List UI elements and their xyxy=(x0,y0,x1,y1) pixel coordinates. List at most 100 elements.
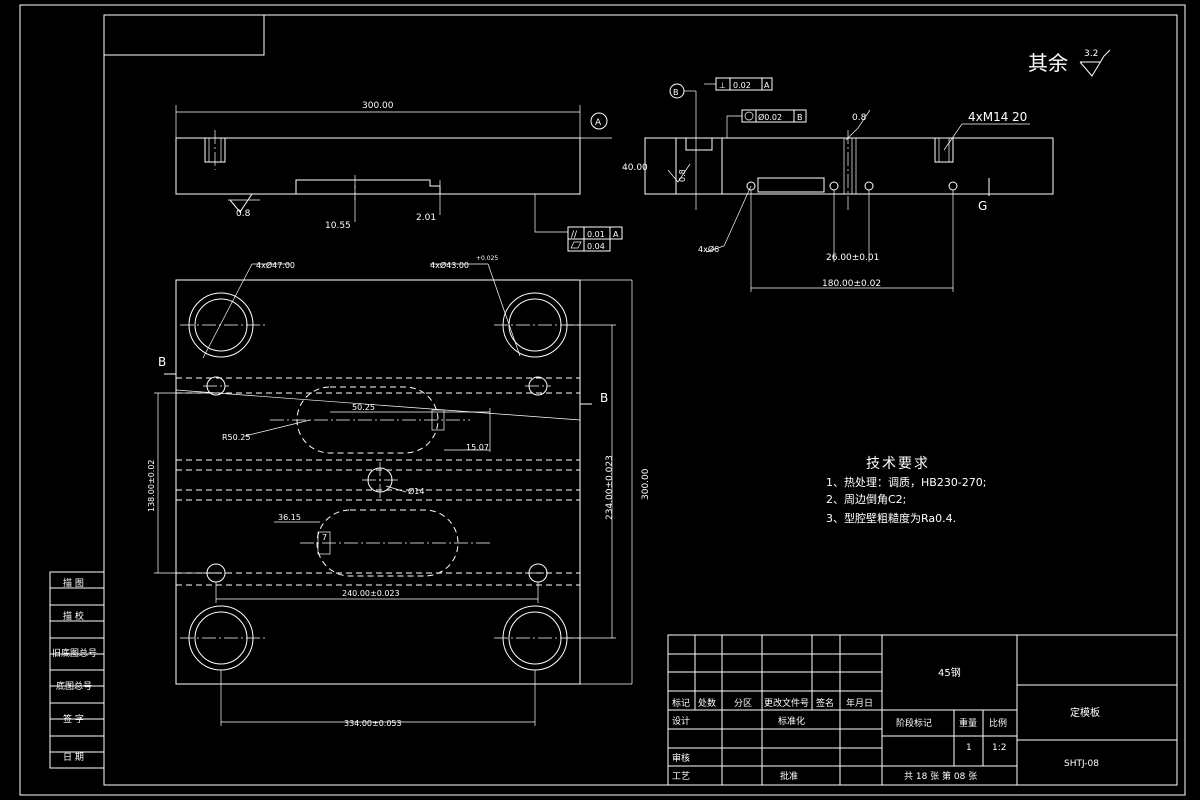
plan-dim-300: 300.00 xyxy=(641,468,651,500)
side-view-height: 40.00 xyxy=(622,163,648,173)
tol-pos-symbol xyxy=(744,111,754,121)
tol-pos-value: Ø0.02 xyxy=(758,112,782,122)
sprue-leader xyxy=(385,485,407,493)
tol-leader xyxy=(534,194,568,233)
plan-dim-240: 240.00±0.023 xyxy=(342,589,400,598)
plan-dim-r50: R50.25 xyxy=(222,433,250,442)
side-panel-base: 底图总号 xyxy=(56,680,92,692)
plan-dim-50-25: 50.25 xyxy=(352,403,375,412)
tol-perp-symbol: ⊥ xyxy=(719,81,726,90)
top-view-depth: 10.55 xyxy=(325,221,351,231)
tol-pos-frame xyxy=(741,109,807,123)
corner-box xyxy=(103,14,265,56)
top-view-outline xyxy=(175,137,581,195)
plan-dim-7: 7 xyxy=(322,533,327,542)
side-view-insert xyxy=(675,137,723,195)
cavity-notch xyxy=(431,409,445,431)
plan-hole-big2-tol: +0.025 xyxy=(476,255,498,262)
radius-leader xyxy=(244,419,311,437)
datum-b: B xyxy=(673,88,679,97)
holes-leader xyxy=(705,185,752,253)
tb-header-zone: 分区 xyxy=(734,698,752,709)
plan-dim-phi14: Ø14 xyxy=(408,486,424,496)
tb-header-change: 更改文件号 xyxy=(764,697,809,709)
side-panel-old: 旧底图总号 xyxy=(52,647,97,659)
plan-hole-big: 4xØ47.00 xyxy=(256,260,295,270)
plan-dim-36-15: 36.15 xyxy=(278,513,301,522)
tb-scale: 比例 xyxy=(989,717,1007,729)
tech-requirements: 技术要求 1、热处理：调质，HB230-270; 2、周边倒角C2; 3、型腔壁… xyxy=(826,456,986,525)
top-view: 300.00 A 10.55 2.01 0.8 // 0.01 A 0.04 xyxy=(175,101,623,252)
tb-standard: 标准化 xyxy=(778,715,805,727)
tb-drawing-no: SHTJ-08 xyxy=(1064,759,1099,769)
side-view-outline xyxy=(644,137,1054,195)
datum-a: A xyxy=(595,118,602,128)
top-view-step: 2.01 xyxy=(416,213,436,223)
plan-dim-234: 234.00±0.023 xyxy=(605,455,615,520)
hole-leader xyxy=(487,263,521,357)
side-view-thread-depth: 20 xyxy=(1012,110,1027,124)
inner-frame xyxy=(103,14,1178,786)
cavity-notch xyxy=(317,531,331,555)
tol-perp-datum: A xyxy=(764,81,770,90)
hole-leader xyxy=(202,263,253,359)
side-view-holes: 4xØ6 xyxy=(698,244,719,254)
tb-header-sign: 签名 xyxy=(816,697,834,709)
tol-frame-2 xyxy=(567,238,611,252)
side-panel-check: 描 校 xyxy=(63,610,84,622)
cavity-lower xyxy=(316,509,459,577)
section-b-right: B xyxy=(600,391,608,405)
plan-dim-334: 334.00±0.053 xyxy=(344,719,402,728)
tb-weight: 重量 xyxy=(959,717,977,729)
tol-perp-value: 0.02 xyxy=(733,81,751,90)
cavity-upper xyxy=(296,386,439,454)
side-view-roughness: 0.8 xyxy=(852,113,867,123)
side-view-insert-step xyxy=(685,137,713,151)
tb-stage: 阶段标记 xyxy=(896,717,932,729)
datum-a-circle xyxy=(590,112,608,130)
plan-dim-15-07: 15.07 xyxy=(466,443,489,452)
section-g: G xyxy=(978,199,987,213)
tol-pos-datum: B xyxy=(797,113,803,122)
plan-view: 300.00 4xØ47.00 4xØ43.00 +0.025 xyxy=(147,255,651,728)
side-panel: 描 图 描 校 旧底图总号 底图总号 签 字 日 期 xyxy=(49,571,105,769)
side-roughness-leader xyxy=(845,109,871,141)
thread-leader xyxy=(943,123,1030,151)
tech-title: 技术要求 xyxy=(866,456,930,472)
tol-datum: A xyxy=(613,230,619,239)
side-view: 0.8 40.00 B ⊥ 0.02 A Ø0.02 B 0.8 xyxy=(622,77,1054,292)
tol-perp-frame xyxy=(715,77,773,91)
tb-design: 设计 xyxy=(672,715,690,727)
side-panel-draw: 描 图 xyxy=(63,577,84,589)
tb-process: 工艺 xyxy=(672,771,690,782)
tol-leader xyxy=(726,115,742,138)
top-view-cavity xyxy=(295,179,441,194)
tb-approve: 批准 xyxy=(780,770,798,782)
flatness-symbol xyxy=(570,241,582,249)
tb-header-mark: 标记 xyxy=(672,697,690,709)
side-hole xyxy=(829,181,839,191)
tb-header-date: 年月日 xyxy=(846,697,873,709)
tb-material: 45钢 xyxy=(938,666,961,679)
roughness-label: 其余 xyxy=(1028,51,1068,75)
tech-item-1: 1、热处理：调质，HB230-270; xyxy=(826,476,986,489)
side-hole xyxy=(948,181,958,191)
top-view-length: 300.00 xyxy=(362,101,394,111)
plan-dim-138: 138.00±0.02 xyxy=(147,459,156,512)
side-view-cavity xyxy=(757,177,825,193)
tol-parallel-symbol: // xyxy=(571,230,578,240)
tb-header-count: 处数 xyxy=(698,697,716,709)
tech-item-3: 3、型腔壁粗糙度为Ra0.4. xyxy=(826,511,956,525)
plan-hole-big2: 4xØ43.00 xyxy=(430,260,469,270)
side-view-dim-26: 26.00±0.01 xyxy=(826,253,879,263)
roughness-value: 3.2 xyxy=(1084,49,1098,59)
side-view-thread: 4xM14 xyxy=(968,110,1008,124)
top-view-roughness: 0.8 xyxy=(236,209,251,219)
tb-review: 审核 xyxy=(672,752,690,764)
roughness-symbol xyxy=(1079,49,1111,77)
outer-frame xyxy=(19,4,1186,796)
tb-sheets: 共 18 张 第 08 张 xyxy=(904,770,977,782)
side-panel-date: 日 期 xyxy=(63,752,84,763)
tb-weight-val: 1 xyxy=(966,743,972,753)
side-thread-hole xyxy=(934,137,954,163)
